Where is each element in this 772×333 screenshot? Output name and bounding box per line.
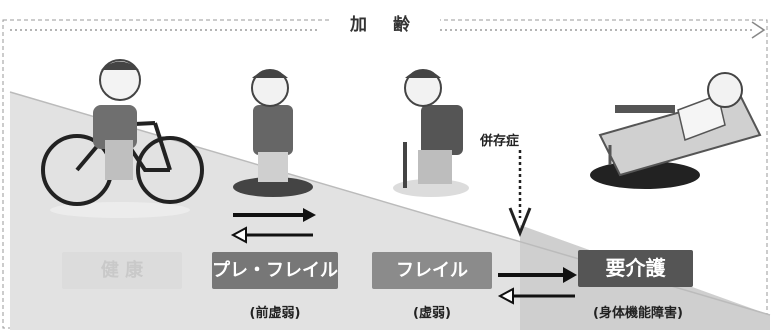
stage-prefrail: プレ・フレイル [212,252,338,289]
arrow-right-icon [563,267,577,283]
arrow-right-icon [303,208,316,222]
aging-title: 加 齢 [330,10,440,35]
transition-arrows-1 [230,208,316,244]
transition-arrows-2 [497,267,577,305]
stage-prefrail-sublabel: (前虚弱) [249,306,301,321]
arrow-down-icon [508,207,532,238]
comorbidity-arrow [508,150,532,238]
hunched-person-figure [233,69,313,197]
bedridden-person-figure [590,72,762,189]
arrow-left-icon [497,287,514,305]
arrow-left-icon [230,226,247,244]
comorbidity-label: 併存症 [480,134,520,149]
stage-healthy: 健 康 [62,252,182,289]
stage-care: 要介護 [578,250,693,287]
cane-person-figure [393,69,469,197]
cyclist-figure [41,59,204,218]
stage-care-sublabel: (身体機能障害) [593,306,683,321]
stage-frail-sublabel: (虚弱) [413,306,451,321]
stage-frail: フレイル [372,252,492,289]
aging-arrowhead-icon [751,21,766,39]
